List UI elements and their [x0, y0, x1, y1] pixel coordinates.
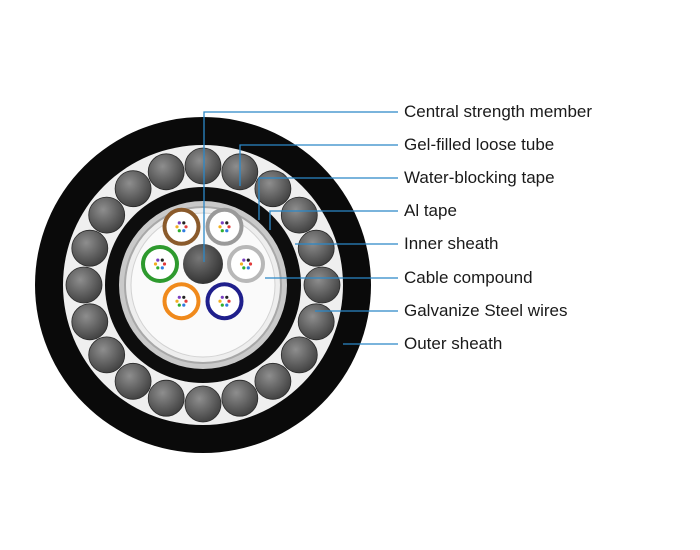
steel-wire	[147, 153, 185, 191]
leader-line-al-tape	[269, 210, 398, 230]
optical-fiber	[184, 299, 188, 303]
optical-fiber	[246, 258, 250, 262]
steel-wire	[114, 362, 152, 400]
leader-line-central-strength-member	[203, 111, 398, 262]
optical-fiber	[182, 303, 186, 307]
optical-fiber	[153, 262, 158, 266]
leader-line-water-blocking-tape	[258, 177, 398, 220]
optical-fiber	[225, 303, 229, 307]
optical-fiber	[184, 225, 188, 229]
label-al-tape: Al tape	[404, 201, 457, 220]
optical-fiber	[220, 303, 224, 307]
steel-wire	[280, 196, 318, 234]
steel-wire	[280, 336, 318, 374]
optical-fiber	[220, 229, 224, 233]
steel-wire	[297, 229, 335, 267]
loose-tubes	[141, 207, 265, 321]
optical-fiber	[177, 303, 181, 307]
optical-fiber	[220, 221, 224, 225]
optical-fiber	[225, 229, 229, 233]
label-cable-compound: Cable compound	[404, 268, 533, 287]
loose-tube	[205, 282, 244, 321]
optical-fiber	[218, 225, 222, 229]
loose-tube	[227, 245, 265, 283]
optical-fiber	[160, 258, 164, 262]
optical-fiber	[156, 266, 160, 270]
optical-fiber	[175, 299, 179, 303]
optical-fiber	[182, 229, 186, 233]
label-outer-sheath: Outer sheath	[404, 334, 503, 353]
label-water-blocking-tape: Water-blocking tape	[404, 168, 555, 187]
loose-tube	[141, 245, 179, 283]
steel-wire	[65, 266, 103, 304]
optical-fiber	[246, 266, 250, 270]
leader-line-gel-filled-loose-tube	[239, 144, 398, 186]
optical-fiber	[242, 266, 246, 270]
optical-fiber	[177, 221, 181, 225]
steel-wire	[88, 336, 126, 374]
optical-fiber	[227, 299, 231, 303]
steel-wire	[147, 379, 185, 417]
steel-wire	[221, 379, 259, 417]
steel-wire	[88, 196, 126, 234]
galvanized-steel-wires	[65, 147, 341, 423]
loose-tube	[162, 282, 201, 321]
steel-wire	[297, 303, 335, 341]
optical-fiber	[227, 225, 231, 229]
steel-wire	[114, 170, 152, 208]
cable-compound	[130, 212, 276, 358]
optical-fiber	[177, 229, 181, 233]
optical-fiber	[239, 262, 244, 266]
optical-fiber	[248, 262, 253, 266]
optical-fiber	[162, 262, 167, 266]
optical-fiber	[160, 266, 164, 270]
optical-fiber	[182, 295, 186, 299]
label-galvanize-steel-wires: Galvanize Steel wires	[404, 301, 568, 320]
steel-wire	[254, 170, 292, 208]
optical-fiber	[242, 258, 246, 262]
optical-fiber	[175, 225, 179, 229]
steel-wire	[303, 266, 341, 304]
optical-fiber	[182, 221, 186, 225]
optical-fiber	[218, 299, 222, 303]
steel-wire	[71, 229, 109, 267]
loose-tube	[162, 207, 201, 246]
label-gel-filled-loose-tube: Gel-filled loose tube	[404, 135, 555, 154]
optical-fiber	[225, 295, 229, 299]
steel-wire	[184, 385, 222, 423]
optical-fiber	[177, 295, 181, 299]
optical-fiber	[156, 258, 160, 262]
optical-fiber	[220, 295, 224, 299]
optical-fiber	[225, 221, 229, 225]
leader-lines	[203, 111, 398, 345]
steel-wire	[254, 362, 292, 400]
label-inner-sheath: Inner sheath	[404, 234, 499, 253]
loose-tube	[205, 207, 244, 246]
steel-wire	[184, 147, 222, 185]
steel-wire	[71, 303, 109, 341]
central-strength-member	[183, 244, 223, 284]
label-central-strength-member: Central strength member	[404, 102, 593, 121]
